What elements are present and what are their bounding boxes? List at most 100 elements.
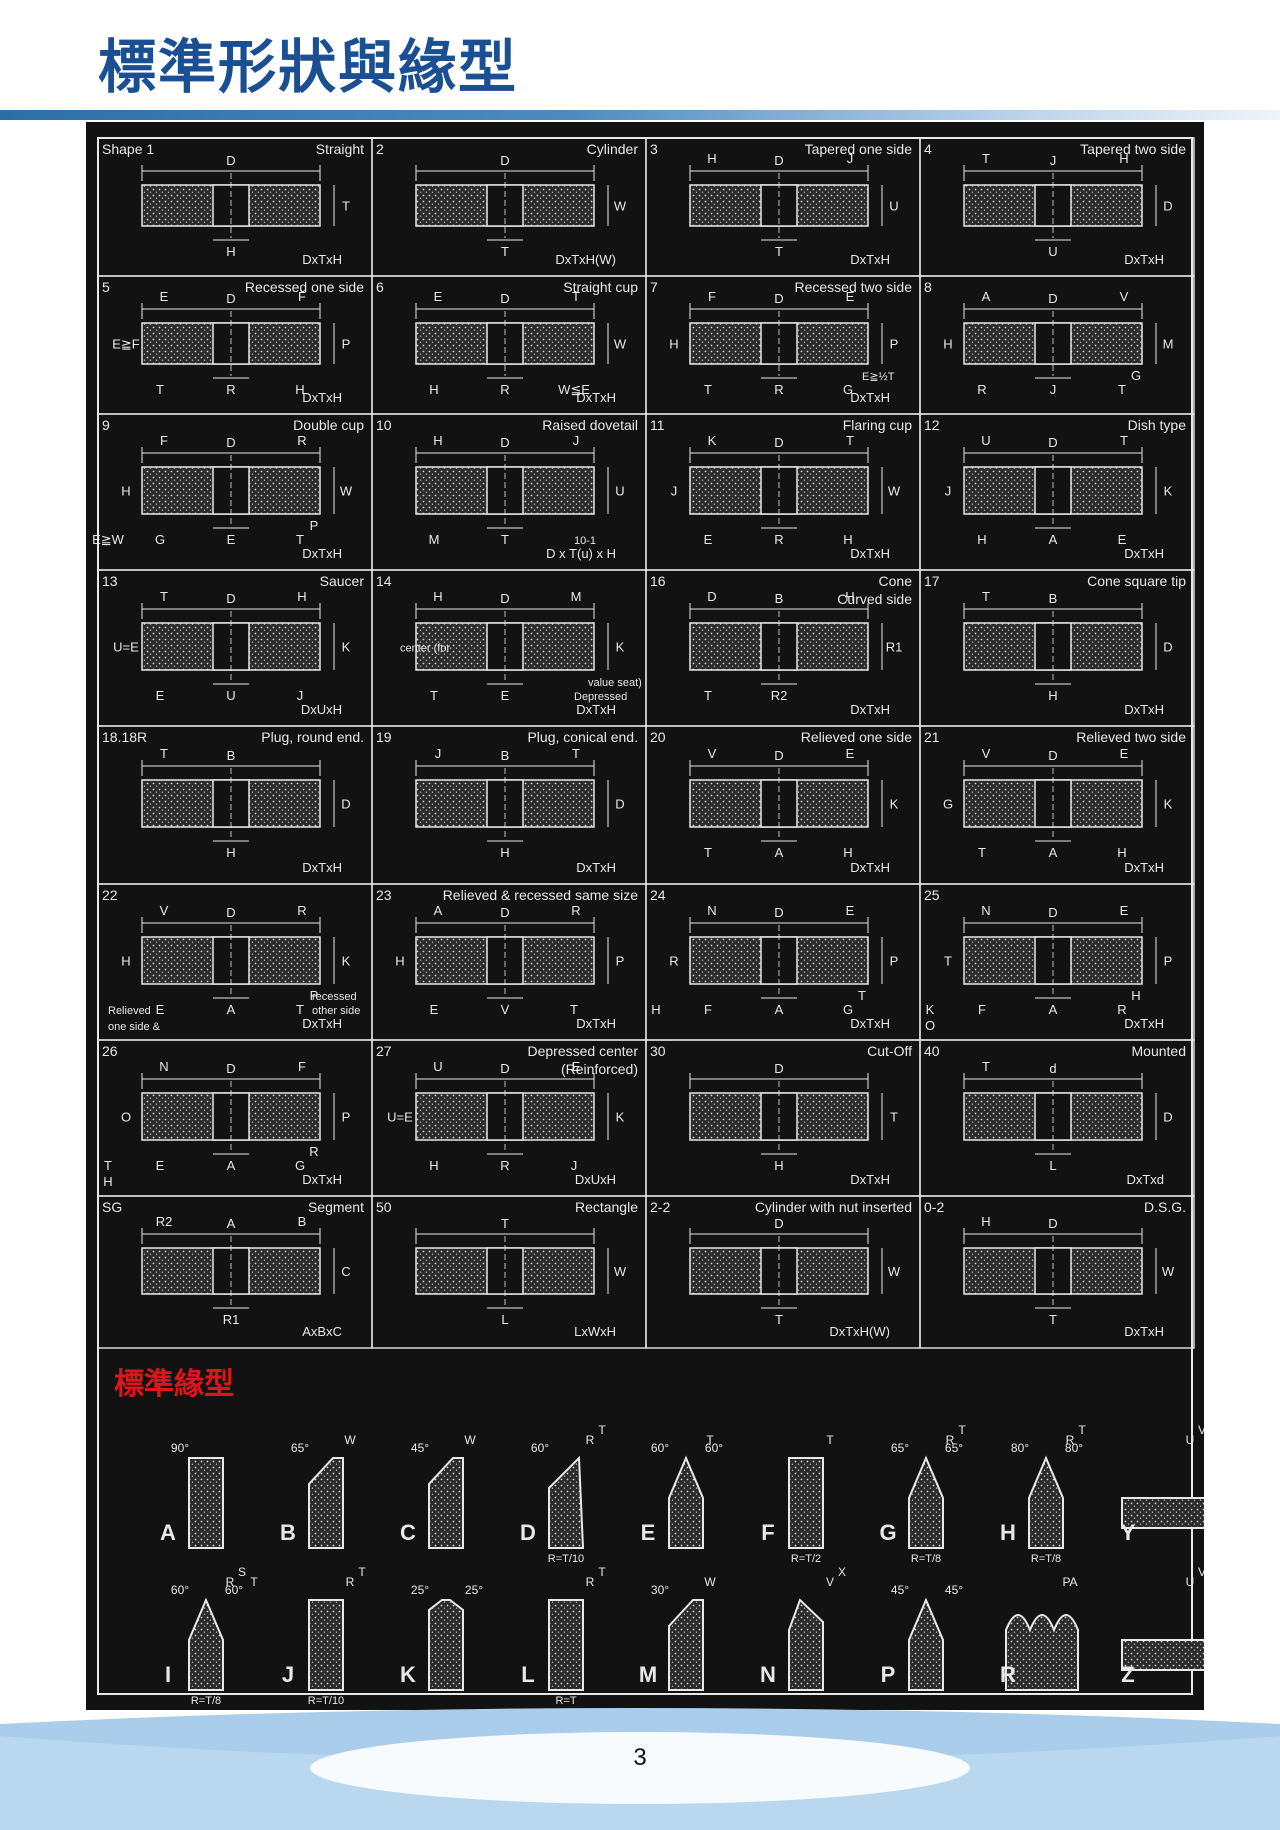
dimension-label: value seat) bbox=[588, 677, 642, 689]
shape-number: 22 bbox=[102, 887, 118, 903]
shape-formula: DxTxH bbox=[302, 390, 342, 405]
dimension-label: H bbox=[1048, 688, 1057, 703]
dimension-label: T bbox=[890, 1110, 898, 1125]
dimension-label: H bbox=[226, 845, 235, 860]
shape-number: 23 bbox=[376, 887, 392, 903]
edge-profile bbox=[668, 1599, 704, 1691]
dimension-label: E≧½T bbox=[862, 371, 895, 383]
dimension-label: H bbox=[1119, 151, 1128, 166]
edge-code: L bbox=[521, 1662, 534, 1687]
dimension-label: E bbox=[846, 746, 855, 761]
shape-formula: DxTxd bbox=[1126, 1172, 1164, 1187]
edge-angle: 65° bbox=[291, 1441, 309, 1455]
shape-number: 13 bbox=[102, 573, 118, 589]
dimension-label: E bbox=[156, 1158, 165, 1173]
dimension-label: U=E bbox=[387, 1110, 413, 1125]
edge-code: J bbox=[282, 1662, 294, 1687]
edge-angle: 60° bbox=[651, 1441, 669, 1455]
shape-name: Flaring cup bbox=[843, 417, 912, 433]
shape-number: 8 bbox=[924, 279, 932, 295]
dimension-label: H bbox=[433, 433, 442, 448]
dimension-label: 10-1 bbox=[574, 535, 596, 547]
dimension-label: A bbox=[1049, 532, 1058, 547]
edge-profile bbox=[788, 1457, 824, 1549]
dimension-label: center (for bbox=[400, 643, 450, 655]
edge-code: D bbox=[520, 1520, 536, 1545]
edge-code: E bbox=[641, 1520, 656, 1545]
dimension-label: D bbox=[1048, 1216, 1057, 1231]
dimension-label: W bbox=[1162, 1264, 1175, 1279]
shape-formula: DxTxH bbox=[302, 1172, 342, 1187]
title-rule bbox=[0, 110, 1280, 120]
dimension-label: T bbox=[982, 1059, 990, 1074]
shape-number: 30 bbox=[650, 1043, 666, 1059]
shape-number: 20 bbox=[650, 729, 666, 745]
dimension-label: G bbox=[1131, 368, 1141, 383]
dimension-label: M bbox=[1163, 337, 1174, 352]
dimension-label: P bbox=[616, 954, 625, 969]
edge-profile bbox=[1028, 1455, 1064, 1549]
shape-name: Recessed two side bbox=[794, 279, 912, 295]
dimension-label: D bbox=[226, 291, 235, 306]
edge-dimension: R bbox=[226, 1575, 235, 1589]
dimension-label: J bbox=[435, 746, 442, 761]
shape-number: 3 bbox=[650, 141, 658, 157]
shape-number: 10 bbox=[376, 417, 392, 433]
dimension-label: E bbox=[1120, 903, 1129, 918]
dimension-label: H bbox=[977, 532, 986, 547]
dimension-label: T bbox=[430, 688, 438, 703]
dimension-label: Depressed bbox=[574, 691, 627, 703]
shape-number: 25 bbox=[924, 887, 940, 903]
edge-type-row-2: P45°45° bbox=[881, 1583, 963, 1691]
dimension-label: W bbox=[614, 1264, 627, 1279]
edge-dimension: R bbox=[586, 1575, 595, 1589]
dimension-label: H bbox=[429, 382, 438, 397]
dimension-label: R bbox=[309, 1144, 318, 1159]
dimension-label: T bbox=[982, 151, 990, 166]
edge-dimension: W bbox=[344, 1433, 356, 1447]
dimension-label: H bbox=[845, 589, 854, 604]
edge-profile bbox=[1121, 1497, 1204, 1529]
edge-type-row-1: H80°80°RTR=T/8 bbox=[1000, 1423, 1086, 1565]
dimension-label: R bbox=[774, 382, 783, 397]
edge-dimension: W bbox=[704, 1575, 716, 1589]
dimension-label: D bbox=[1048, 748, 1057, 763]
dimension-label: R bbox=[500, 382, 509, 397]
edge-profile bbox=[428, 1599, 464, 1691]
edge-profile bbox=[428, 1457, 464, 1549]
dimension-label: H bbox=[651, 1002, 660, 1017]
dimension-label: K bbox=[342, 640, 351, 655]
dimension-label: R bbox=[571, 903, 580, 918]
edge-code: I bbox=[165, 1662, 171, 1687]
dimension-label: U bbox=[981, 433, 990, 448]
shape-name: Plug, round end. bbox=[261, 729, 364, 745]
dimension-label: J bbox=[573, 433, 580, 448]
dimension-label: H bbox=[500, 845, 509, 860]
dimension-label: P bbox=[310, 988, 319, 1003]
dimension-label: H bbox=[103, 1174, 112, 1189]
shape-name: Relieved & recessed same size bbox=[443, 887, 639, 903]
dimension-label: T bbox=[846, 433, 854, 448]
dimension-label: E bbox=[704, 532, 713, 547]
bore bbox=[1034, 466, 1072, 515]
edge-type-row-2: ZUV bbox=[1121, 1565, 1204, 1687]
edge-code: B bbox=[280, 1520, 296, 1545]
shape-number: 18.18R bbox=[102, 729, 147, 745]
shape-formula: DxTxH bbox=[850, 546, 890, 561]
shape-number: 2-2 bbox=[650, 1199, 670, 1215]
dimension-label: K bbox=[708, 433, 717, 448]
edge-formula: R=T/8 bbox=[911, 1553, 941, 1565]
edge-dimension: U bbox=[1186, 1575, 1195, 1589]
dimension-label: H bbox=[981, 1214, 990, 1229]
shape-name: Cone square tip bbox=[1087, 573, 1186, 589]
shape-formula: DxTxH bbox=[850, 702, 890, 717]
shape-number: 0-2 bbox=[924, 1199, 944, 1215]
dimension-label: K bbox=[616, 1110, 625, 1125]
dimension-label: P bbox=[890, 337, 899, 352]
